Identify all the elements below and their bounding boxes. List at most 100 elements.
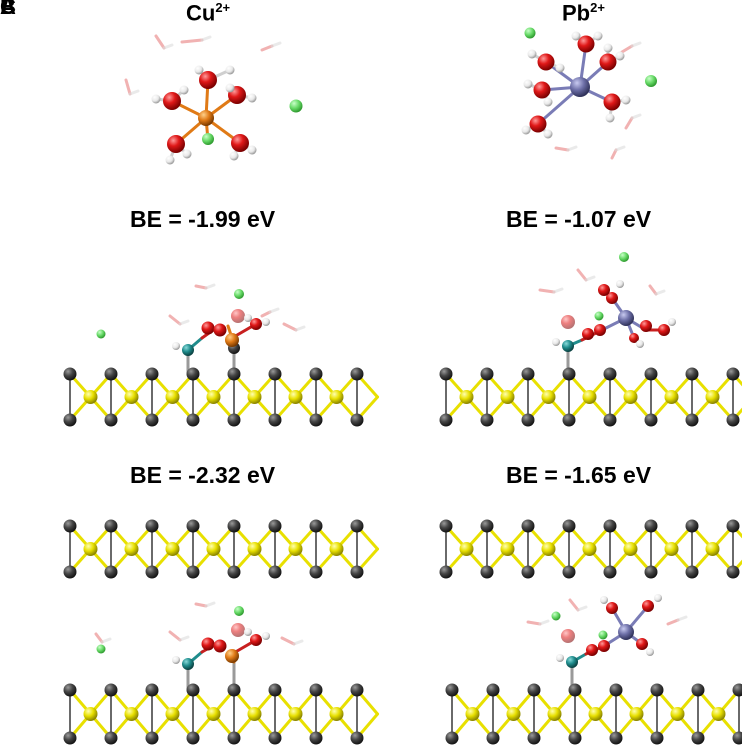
sulfur-atom: [582, 542, 597, 556]
carbon-atom: [145, 565, 159, 579]
oxygen-atom: [231, 623, 245, 637]
ion-title-pb: Pb2+: [562, 0, 605, 26]
hydrogen-atom: [229, 151, 239, 161]
sulfur-atom: [541, 390, 556, 404]
binding-energy-row2-right: BE = -1.65 eV: [506, 462, 652, 488]
hydrogen-atom: [636, 340, 644, 348]
carbon-atom: [439, 413, 453, 427]
bond: [624, 116, 634, 130]
chloride-atom: [96, 329, 106, 339]
carbon-atom: [685, 413, 699, 427]
hydrogen-atom: [621, 95, 631, 105]
hydrogen-atom: [616, 280, 624, 288]
carbon-atom: [521, 367, 535, 381]
oxygen-atom: [642, 600, 654, 612]
carbon-atom: [268, 731, 282, 745]
hydrogen-atom: [244, 314, 252, 322]
sulfur-atom: [623, 390, 638, 404]
bond: [584, 275, 596, 282]
hydrogen-atom: [225, 83, 235, 93]
carbon-atom: [480, 519, 494, 533]
carbon-atom: [63, 565, 77, 579]
binding-energy-row2-left: BE = -2.32 eV: [130, 462, 276, 488]
oxygen-atom: [250, 318, 262, 330]
carbon-atom: [309, 519, 323, 533]
carbon-atom: [186, 367, 200, 381]
oxygen-atom: [213, 639, 227, 653]
hydrogen-atom: [600, 596, 608, 604]
panel-label-a: A: [0, 0, 16, 19]
panel-label-c: C: [0, 0, 16, 19]
hydrogen-atom: [262, 318, 270, 326]
sulfur-atom: [500, 542, 515, 556]
sulfur-atom: [459, 390, 474, 404]
carbon-atom: [568, 683, 582, 697]
hydrogen-atom: [543, 129, 553, 139]
carbon-atom: [63, 683, 77, 697]
bond: [676, 615, 688, 622]
carbon-atom: [650, 731, 664, 745]
carbon-atom: [568, 731, 582, 745]
carbon-atom: [268, 519, 282, 533]
sulfur-atom: [206, 707, 221, 721]
carbon-atom: [644, 519, 658, 533]
carbon-atom: [439, 519, 453, 533]
bond: [566, 145, 578, 152]
bond: [162, 43, 174, 50]
carbon-atom: [521, 565, 535, 579]
oxygen-atom: [586, 644, 598, 656]
binding-energy-row1-right: BE = -1.07 eV: [506, 206, 652, 232]
chloride-atom: [234, 606, 244, 616]
bond: [260, 44, 274, 52]
sulfur-atom: [83, 707, 98, 721]
carbon-atom: [650, 683, 664, 697]
sulfur-atom: [247, 707, 262, 721]
hydrogen-atom: [172, 342, 180, 350]
carbon-atom: [145, 367, 159, 381]
carbon-atom: [732, 683, 742, 697]
bond: [270, 41, 282, 48]
carbon-atom: [732, 731, 742, 745]
carbon-atom: [227, 413, 241, 427]
carbon-atom: [268, 367, 282, 381]
oxygen-atom: [598, 640, 610, 652]
carbon-atom: [268, 565, 282, 579]
bond: [268, 307, 280, 314]
hydrogen-atom: [521, 125, 531, 135]
oxygen-atom: [163, 92, 181, 110]
nitrogen-atom: [182, 344, 194, 356]
carbon-atom: [445, 731, 459, 745]
bond: [178, 319, 190, 326]
hydrogen-atom: [247, 145, 257, 155]
chloride-atom: [645, 75, 657, 87]
bond: [620, 44, 634, 54]
bond: [630, 41, 642, 48]
carbon-atom: [644, 367, 658, 381]
carbon-atom: [691, 731, 705, 745]
sulfur-atom: [664, 542, 679, 556]
oxygen-atom: [231, 309, 245, 323]
carbon-atom: [685, 565, 699, 579]
sulfur-atom: [670, 707, 685, 721]
oxygen-atom: [561, 629, 575, 643]
hydrogen-atom: [151, 94, 161, 104]
carbon-atom: [104, 565, 118, 579]
carbon-atom: [186, 731, 200, 745]
carbon-atom: [186, 565, 200, 579]
chloride-atom: [202, 133, 214, 145]
carbon-atom: [350, 683, 364, 697]
bond: [568, 598, 580, 612]
carbon-atom: [145, 519, 159, 533]
hydrogen-atom: [543, 97, 553, 107]
bond: [538, 288, 556, 294]
sulfur-atom: [247, 542, 262, 556]
bond: [648, 284, 658, 296]
oxygen-atom: [640, 320, 652, 332]
carbon-atom: [227, 519, 241, 533]
oxygen-atom: [561, 315, 575, 329]
hydrogen-atom: [172, 656, 180, 664]
oxygen-atom: [658, 324, 670, 336]
carbon-atom: [350, 413, 364, 427]
sulfur-atom: [629, 707, 644, 721]
